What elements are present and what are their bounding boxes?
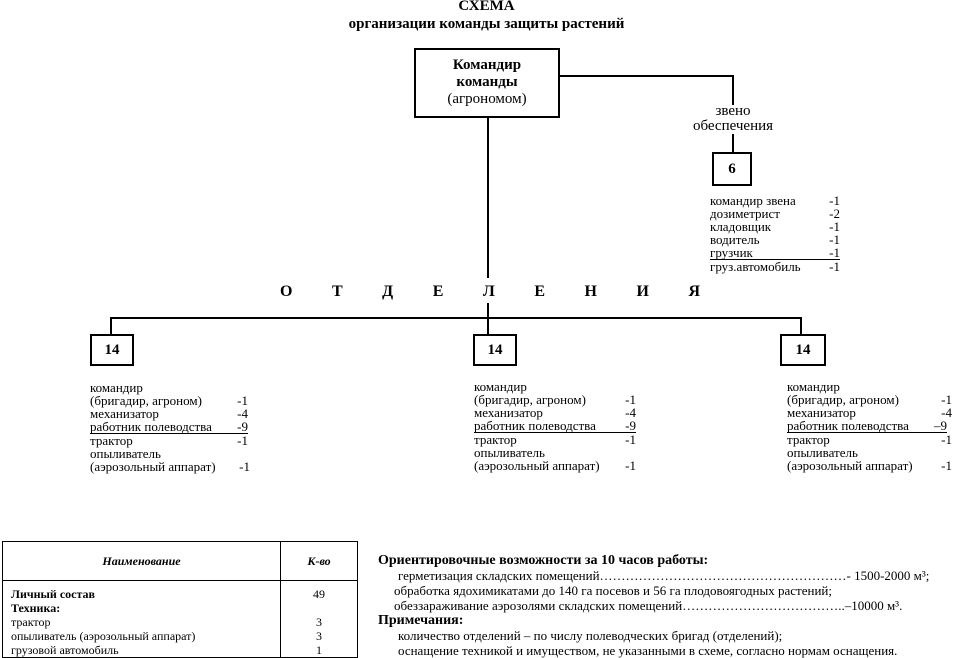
commander-trunk-line [487, 118, 489, 278]
capabilities-heading: Ориентировочные возможности за 10 часов … [378, 553, 709, 568]
staff-row: командир звена-1 [710, 193, 840, 208]
capability-item: обработка ядохимикатами до 140 га посево… [394, 583, 832, 598]
capabilities-notes-block: Ориентировочные возможности за 10 часов … [378, 553, 973, 658]
support-horizontal-line [560, 75, 734, 77]
diagram-title: СХЕМА [458, 0, 515, 14]
staff-row: груз.автомобиль-1 [710, 259, 840, 274]
support-unit-label: звено обеспечения [680, 104, 786, 134]
support-vertical-line-bottom [732, 134, 734, 153]
departments-label: О Т Д Е Л Е Н И Я [280, 283, 700, 300]
support-staff-list: командир звена-1 дозиметрист-2 кладовщик… [710, 194, 840, 273]
commander-line2: команды [456, 74, 518, 90]
support-label-line2: обеспечения [692, 118, 774, 134]
support-vertical-line-top [732, 75, 734, 105]
department-count-box: 14 [90, 334, 134, 366]
department-count-box: 14 [780, 334, 826, 366]
notes-heading: Примечания: [378, 613, 464, 628]
dept3-drop-line [800, 317, 802, 335]
note-item: количество отделений – по числу полеводч… [398, 628, 783, 643]
table-header-name: Наименование [2, 541, 281, 581]
note-item: оснащение техникой и имуществом, не указ… [398, 643, 898, 658]
table-row: опыливатель (аэрозольный аппарат) 3 [3, 629, 358, 643]
capability-item: герметизация складских помещений……………………… [398, 568, 930, 583]
commander-line3: (агрономом) [447, 91, 527, 107]
dept1-drop-line [110, 317, 112, 335]
diagram-subtitle: организации команды защиты растений [348, 16, 625, 32]
department-staff-list: командир (бригадир, агроном)-1 механизат… [787, 379, 952, 473]
table-row: трактор 3 [3, 615, 358, 629]
departments-horizontal-line [110, 317, 802, 319]
staff-row: дозиметрист-2 [710, 206, 840, 221]
summary-table: Наименование К-во Личный состав 49 Техни… [2, 541, 358, 658]
department-count-box: 14 [473, 334, 517, 366]
support-count-box: 6 [712, 152, 752, 186]
commander-line1: Командир [452, 57, 522, 73]
staff-row: кладовщик-1 [710, 219, 840, 234]
capability-item: обеззараживание аэрозолями складских пом… [394, 598, 903, 613]
department-staff-list: командир (бригадир, агроном)-1 механизат… [474, 379, 636, 473]
department-staff-list: командир (бригадир, агроном)-1 механизат… [90, 380, 250, 474]
table-row: грузовой автомобиль 1 [3, 643, 358, 658]
commander-box: Командир команды (агрономом) [414, 48, 560, 118]
support-label-line1: звено [715, 103, 751, 119]
table-header-qty: К-во [280, 541, 358, 581]
table-row: Личный состав 49 [3, 580, 358, 601]
staff-row: водитель-1 [710, 232, 840, 247]
staff-row: грузчик-1 [710, 245, 840, 260]
table-row: Техника: [3, 601, 358, 615]
departments-trunk-line [487, 303, 489, 336]
